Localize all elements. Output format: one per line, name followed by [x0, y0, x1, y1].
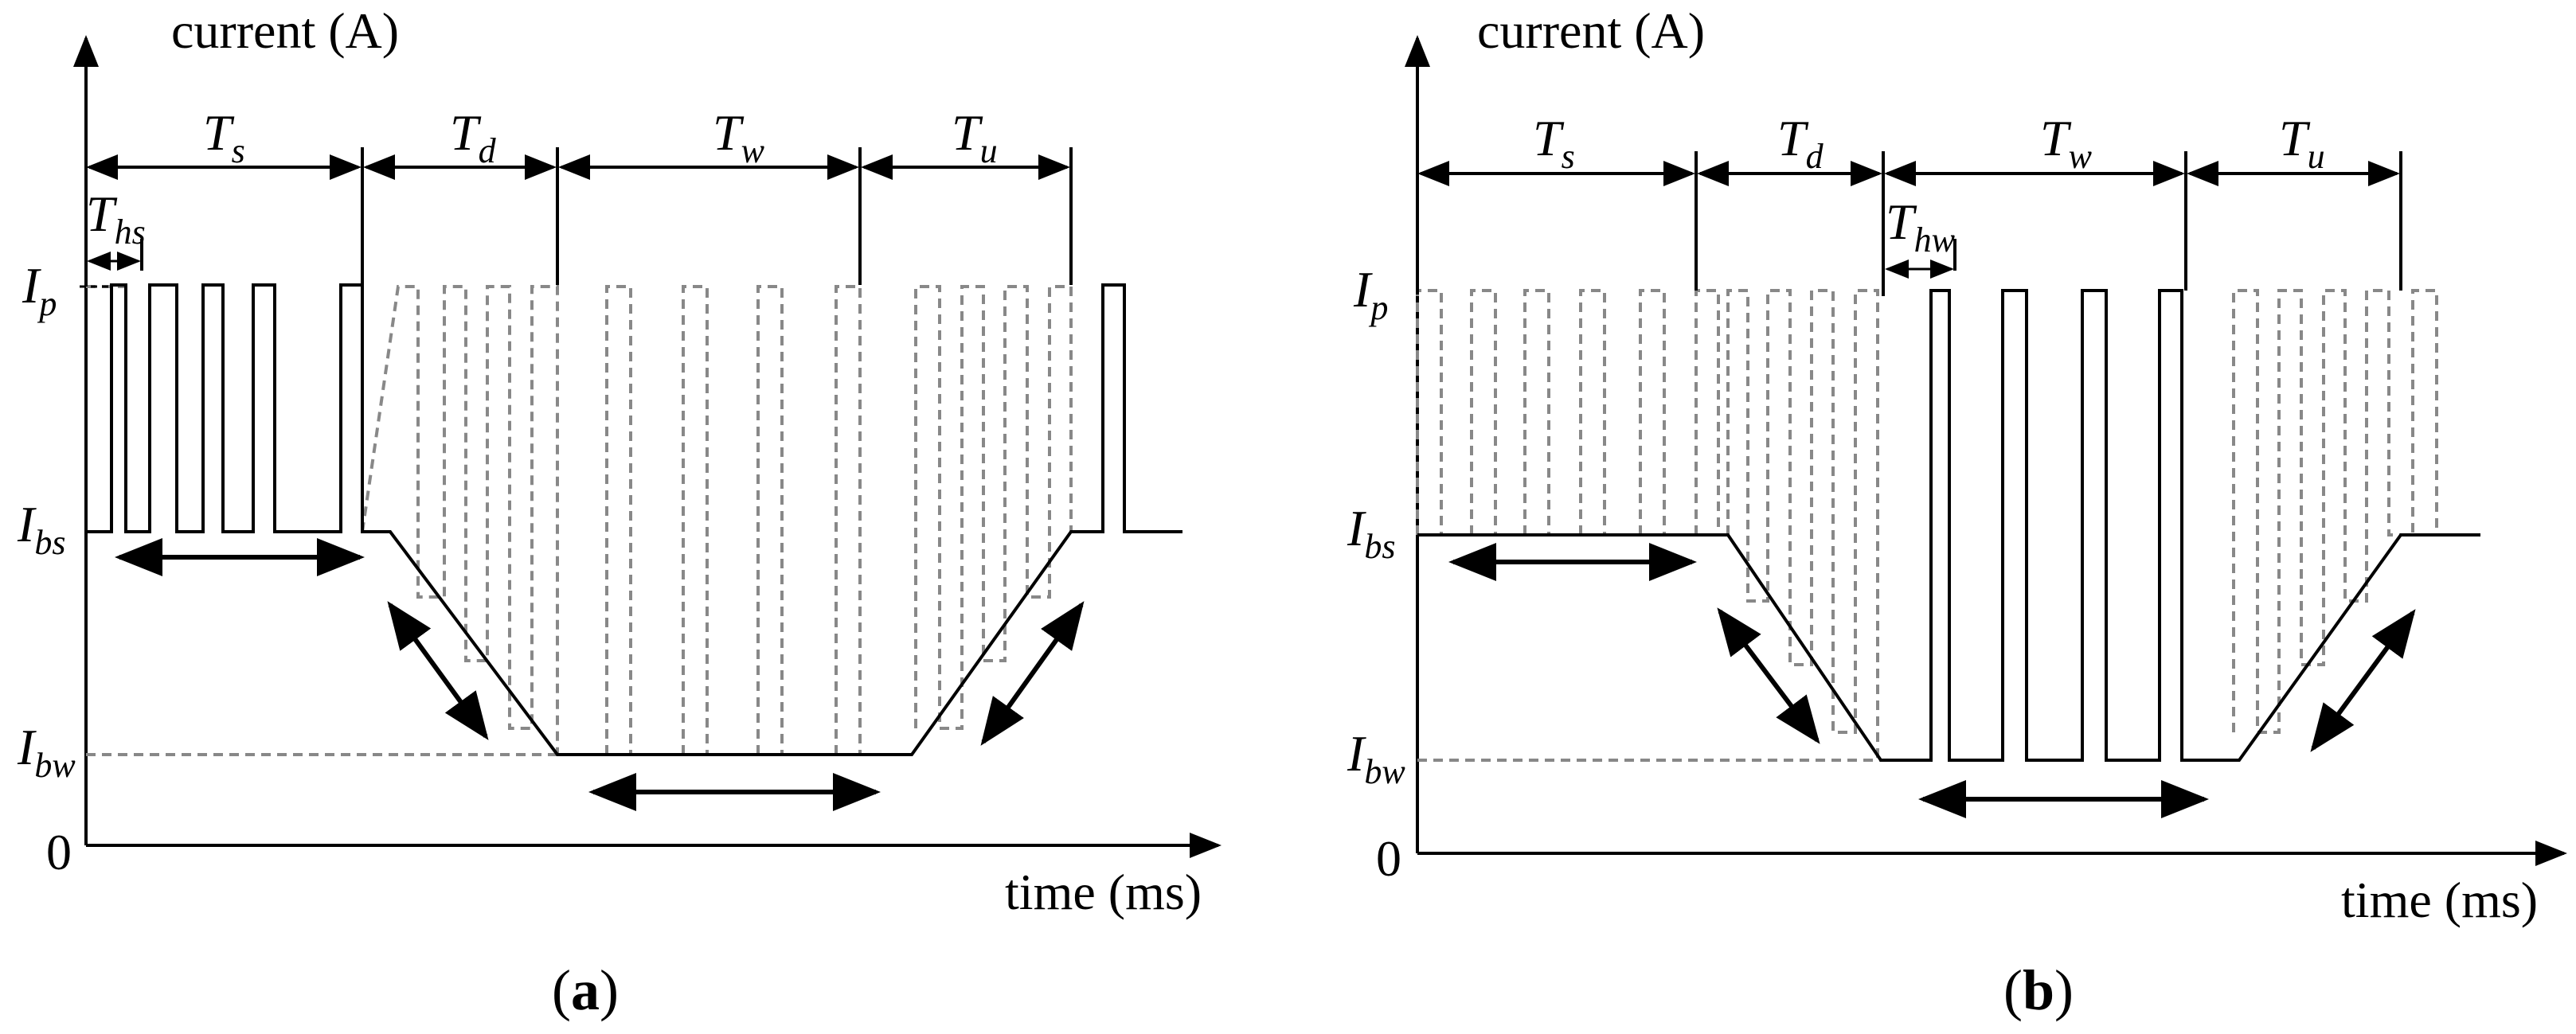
origin-label-b: 0 [1376, 830, 1401, 887]
ip-label-b: Ip [1353, 261, 1388, 327]
ibw-label-a: Ibw [17, 719, 76, 785]
panel-b: current (A) time (ms) 0 Ip Ibs Ibw [1347, 2, 2567, 1022]
tu-label-a: Tu [952, 104, 998, 170]
ths-label-a: Ths [86, 185, 146, 252]
tw-label-b: Tw [2040, 110, 2093, 176]
ts-label-a: Ts [203, 104, 245, 170]
origin-label-a: 0 [46, 824, 72, 880]
td-label-a: Td [450, 104, 497, 170]
ts-label-b: Ts [1533, 110, 1575, 176]
interval-arrows-a [86, 154, 1070, 271]
ibw-label-b: Ibw [1347, 725, 1405, 791]
panel-a: current (A) time (ms) 0 Ip Ibs Ibw [17, 2, 1222, 1022]
thw-label-b: Thw [1886, 193, 1956, 259]
x-axis-label-a: time (ms) [1005, 864, 1202, 920]
x-axis-label-b: time (ms) [2341, 872, 2538, 928]
ghost-pulses-b [1416, 289, 2438, 762]
ibs-label-b: Ibs [1347, 500, 1395, 566]
tw-label-a: Tw [713, 104, 765, 170]
y-axis-label-a: current (A) [171, 2, 399, 59]
ip-label-a: Ip [21, 257, 57, 323]
current-waveform-a [86, 283, 1182, 756]
ibs-label-a: Ibs [17, 496, 65, 562]
current-waveform-b [1417, 289, 2480, 762]
caption-a: (a) [552, 958, 619, 1022]
phase-arrows-b [1448, 543, 2416, 818]
phase-arrows-a [115, 538, 1085, 811]
tu-label-b: Tu [2279, 110, 2325, 176]
ghost-pulses-a [86, 285, 1073, 756]
caption-b: (b) [2003, 958, 2074, 1022]
interval-arrows-b [1417, 161, 2400, 279]
td-label-b: Td [1777, 110, 1824, 176]
y-axis-label-b: current (A) [1477, 2, 1705, 59]
